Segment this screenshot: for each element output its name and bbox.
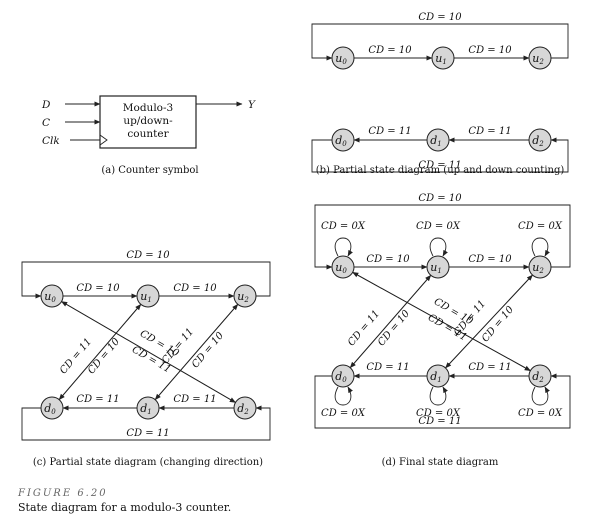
state-d1 — [136, 396, 160, 420]
label-c-u2-u0: CD = 10 — [126, 250, 170, 261]
state-d0 — [331, 128, 355, 152]
state-u0 — [40, 284, 64, 308]
counter-symbol: Modulo-3 up/down- counter D C Clk Y (a) … — [41, 95, 256, 176]
counter-box — [99, 95, 197, 149]
counter-box-line-3: counter — [127, 128, 169, 140]
state-d1-label: d1 — [430, 370, 442, 384]
state-u1 — [431, 46, 455, 70]
label-b-u1-u2: CD = 10 — [468, 45, 512, 56]
input-clk-label: Clk — [42, 135, 60, 147]
label-d-loop-d0: CD = 0X — [321, 408, 366, 419]
state-u0 — [331, 46, 355, 70]
state-d1 — [426, 364, 450, 388]
state-d1-label: d1 — [430, 134, 442, 148]
state-u2 — [528, 46, 552, 70]
edge-c-d0-d2 — [21, 405, 271, 441]
loop-d-u0 — [334, 237, 353, 257]
label-c-d0-d2: CD = 11 — [126, 428, 169, 439]
caption-a: (a) Counter symbol — [101, 165, 198, 176]
diagram-c: CD = 10 CD = 10 CD = 10 CD = 11 CD = 11 CD = … — [21, 250, 271, 441]
label-b-d0-d2: CD = 11 — [418, 160, 461, 171]
caption-d: (d) Final state diagram — [382, 457, 499, 468]
state-d1-label: d1 — [140, 402, 152, 416]
label-b-u0-u1: CD = 10 — [368, 45, 412, 56]
label-b-u2-u0: CD = 10 — [418, 12, 462, 23]
edge-c-d0-u1 — [58, 303, 142, 400]
input-d-label: D — [41, 99, 51, 111]
loop-d-d2 — [531, 386, 550, 406]
diagram-d: CD = 10 CD = 0X CD = 0X CD = 0X CD = 10 CD = … — [314, 193, 571, 429]
edge-d-u2-u0 — [314, 204, 571, 270]
edge-b-d0-d2 — [311, 137, 569, 173]
label-d-d2-d1: CD = 11 — [468, 362, 511, 373]
label-b-d1-d0: CD = 11 — [368, 126, 411, 137]
state-d0 — [331, 364, 355, 388]
label-d-d0-u1: CD = 10 — [376, 308, 413, 349]
label-d-d0-d2: CD = 11 — [418, 416, 461, 427]
label-c-d1-d0: CD = 11 — [76, 394, 119, 405]
state-u1 — [426, 255, 450, 279]
label-d-u0-u1: CD = 10 — [366, 254, 410, 265]
diagram-b: CD = 10 CD = 10 CD = 10 CD = 11 CD = 11 CD = … — [311, 12, 569, 173]
loop-d-u1 — [429, 237, 448, 257]
edge-c-u2-u0 — [21, 261, 271, 299]
figure-description: State diagram for a modulo-3 counter. — [18, 501, 231, 514]
caption-b: (b) Partial state diagram (up and down c… — [316, 165, 565, 176]
caption-c: (c) Partial state diagram (changing dire… — [33, 457, 263, 468]
loop-d-d1 — [429, 386, 448, 406]
label-d-loop-u2: CD = 0X — [518, 221, 563, 232]
loop-d-d0 — [334, 386, 353, 406]
label-c-u0-u1: CD = 10 — [76, 283, 120, 294]
edge-c-d2-u0 — [60, 301, 236, 403]
label-c-d2-d1: CD = 11 — [173, 394, 216, 405]
label-c-d1-u2: CD = 10 — [190, 330, 227, 371]
state-u1-label: u1 — [140, 290, 152, 304]
state-u2 — [233, 284, 257, 308]
edge-d-d0-d2 — [314, 373, 571, 429]
label-d-d1-u2: CD = 10 — [480, 304, 517, 345]
counter-box-line-2: up/down- — [123, 115, 173, 127]
state-d2 — [528, 364, 552, 388]
label-d-loop-d1: CD = 0X — [416, 408, 461, 419]
output-y-label: Y — [248, 99, 256, 111]
edge-d-d2-u0 — [352, 271, 531, 372]
label-d-u2-u0: CD = 10 — [418, 193, 462, 204]
label-d-loop-u0: CD = 0X — [321, 221, 366, 232]
loop-d-u2 — [531, 237, 550, 257]
state-u1 — [136, 284, 160, 308]
label-d-u1-u2: CD = 10 — [468, 254, 512, 265]
state-d0 — [40, 396, 64, 420]
edge-b-u2-u0 — [311, 23, 569, 61]
edge-d-d0-u1 — [349, 274, 432, 369]
state-d1 — [426, 128, 450, 152]
state-u2 — [528, 255, 552, 279]
state-d2 — [233, 396, 257, 420]
label-c-u1-u2: CD = 10 — [173, 283, 217, 294]
label-d-loop-d2: CD = 0X — [518, 408, 563, 419]
label-b-d2-d1: CD = 11 — [468, 126, 511, 137]
label-d-d1-d0: CD = 11 — [366, 362, 409, 373]
state-u1-label: u1 — [430, 261, 442, 275]
state-u0 — [331, 255, 355, 279]
edge-d-d1-u2 — [445, 274, 533, 369]
state-d2 — [528, 128, 552, 152]
label-d-loop-u1: CD = 0X — [416, 221, 461, 232]
figure-number: FIGURE 6.20 — [17, 488, 108, 499]
counter-box-line-1: Modulo-3 — [123, 102, 173, 114]
edge-c-d1-u2 — [154, 303, 239, 400]
input-c-label: C — [42, 117, 50, 129]
state-u1-label: u1 — [435, 52, 447, 66]
